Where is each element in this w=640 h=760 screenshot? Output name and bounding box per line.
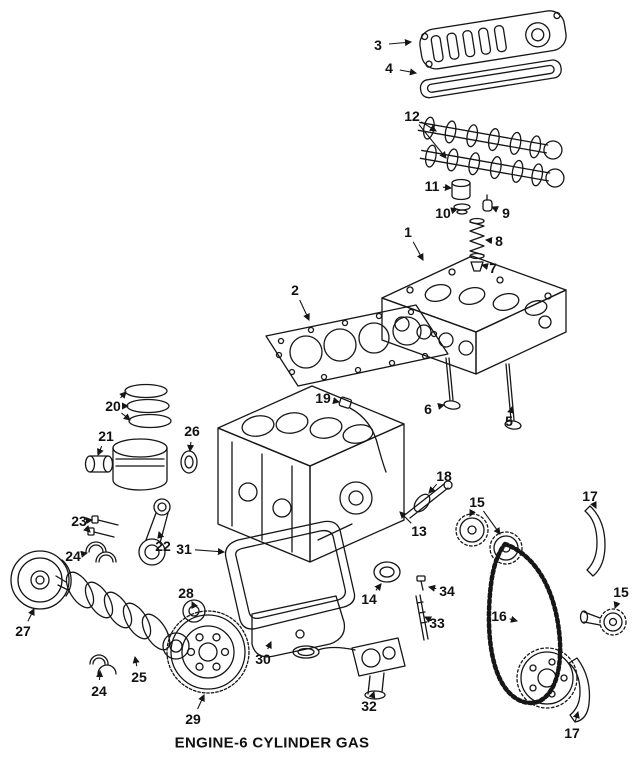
leader-lines <box>27 38 621 723</box>
rod-bolts <box>87 515 119 538</box>
idler-sprocket <box>579 608 627 636</box>
valve-lifter <box>451 178 471 201</box>
dipstick-tube <box>338 396 387 473</box>
crankshaft <box>55 571 190 660</box>
head-gasket <box>265 304 449 387</box>
crank-sprocket <box>516 647 578 709</box>
small-bolt <box>416 575 426 591</box>
piston <box>112 438 168 491</box>
seal-ring <box>180 450 198 474</box>
oil-pan <box>251 595 346 658</box>
diagram-caption: ENGINE-6 CYLINDER GAS <box>174 734 370 752</box>
timing-chain <box>486 541 563 706</box>
connecting-rod <box>138 498 171 566</box>
piston-rings <box>124 383 172 429</box>
oil-pump-drive <box>405 480 453 519</box>
valve-spring <box>469 217 485 260</box>
main-bearings <box>89 654 117 675</box>
chain-guide <box>584 505 606 577</box>
chain-tensioner-guide <box>568 657 591 723</box>
cylinder-head <box>381 255 567 375</box>
oil-pan-gasket <box>224 520 356 630</box>
crank-seal <box>373 561 401 583</box>
engine-block <box>217 385 405 563</box>
valve-cover-gasket <box>419 59 562 99</box>
valve-stem-seal <box>482 194 493 212</box>
crank-pulley <box>10 550 72 610</box>
valve-spring-retainer <box>470 261 484 272</box>
valve-cover <box>419 10 567 70</box>
flywheel <box>166 610 250 694</box>
piston-pin <box>84 455 114 473</box>
oil-pump <box>292 637 406 700</box>
rod-bearings <box>85 541 117 563</box>
exhaust-valve <box>504 363 522 430</box>
camshafts <box>417 116 565 188</box>
timing-sprockets <box>455 513 523 565</box>
